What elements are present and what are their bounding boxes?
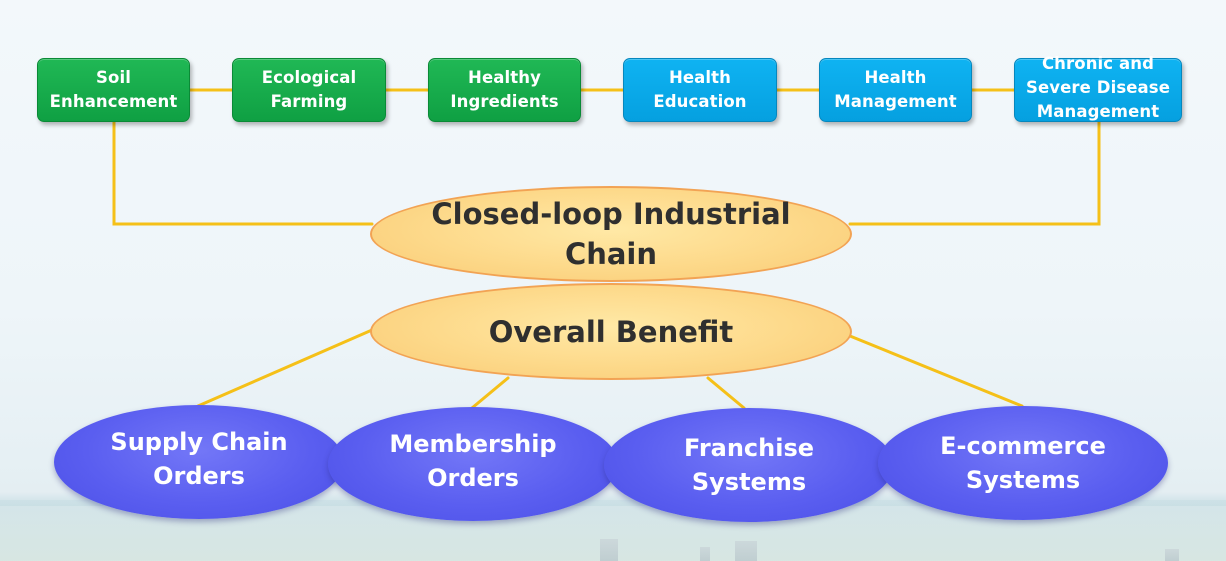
background-building xyxy=(600,539,618,561)
closed-loop-chain-oval: Closed-loop Industrial Chain xyxy=(370,186,852,282)
output-label: Franchise Systems xyxy=(683,434,815,496)
box-label: Healthy Ingredients xyxy=(450,68,559,111)
supply-chain-orders-oval: Supply Chain Orders xyxy=(54,405,344,519)
chronic-disease-management-box: Chronic and Severe Disease Management xyxy=(1014,54,1182,122)
output-label: Supply Chain Orders xyxy=(110,428,288,490)
box-label: Health Education xyxy=(653,68,747,111)
background-building xyxy=(1165,549,1179,561)
franchise-systems-oval: Franchise Systems xyxy=(604,408,894,522)
healthy-ingredients-box: Healthy Ingredients xyxy=(428,58,581,122)
background-building xyxy=(735,541,757,561)
connector-line xyxy=(848,334,1024,408)
output-label: Membership Orders xyxy=(389,430,557,492)
output-label: E-commerce Systems xyxy=(940,432,1106,494)
soil-enhancement-box: Soil Enhancement xyxy=(37,58,190,122)
health-education-box: Health Education xyxy=(623,58,777,122)
membership-orders-oval: Membership Orders xyxy=(328,407,618,521)
box-label: Soil Enhancement xyxy=(49,68,178,111)
connector-line xyxy=(112,120,374,226)
box-label: Ecological Farming xyxy=(261,68,357,111)
box-label: Chronic and Severe Disease Management xyxy=(1025,54,1170,121)
box-label: Health Management xyxy=(834,68,957,111)
e-commerce-systems-oval: E-commerce Systems xyxy=(878,406,1168,520)
connector-line xyxy=(848,120,1101,226)
connector-line xyxy=(196,328,374,408)
connector-line xyxy=(470,376,510,410)
connector-line xyxy=(706,376,746,410)
background-building xyxy=(700,547,710,561)
overall-benefit-oval: Overall Benefit xyxy=(370,283,852,380)
closed-loop-chain-label: Closed-loop Industrial Chain xyxy=(431,197,791,271)
overall-benefit-label: Overall Benefit xyxy=(488,314,734,349)
health-management-box: Health Management xyxy=(819,58,972,122)
ecological-farming-box: Ecological Farming xyxy=(232,58,386,122)
